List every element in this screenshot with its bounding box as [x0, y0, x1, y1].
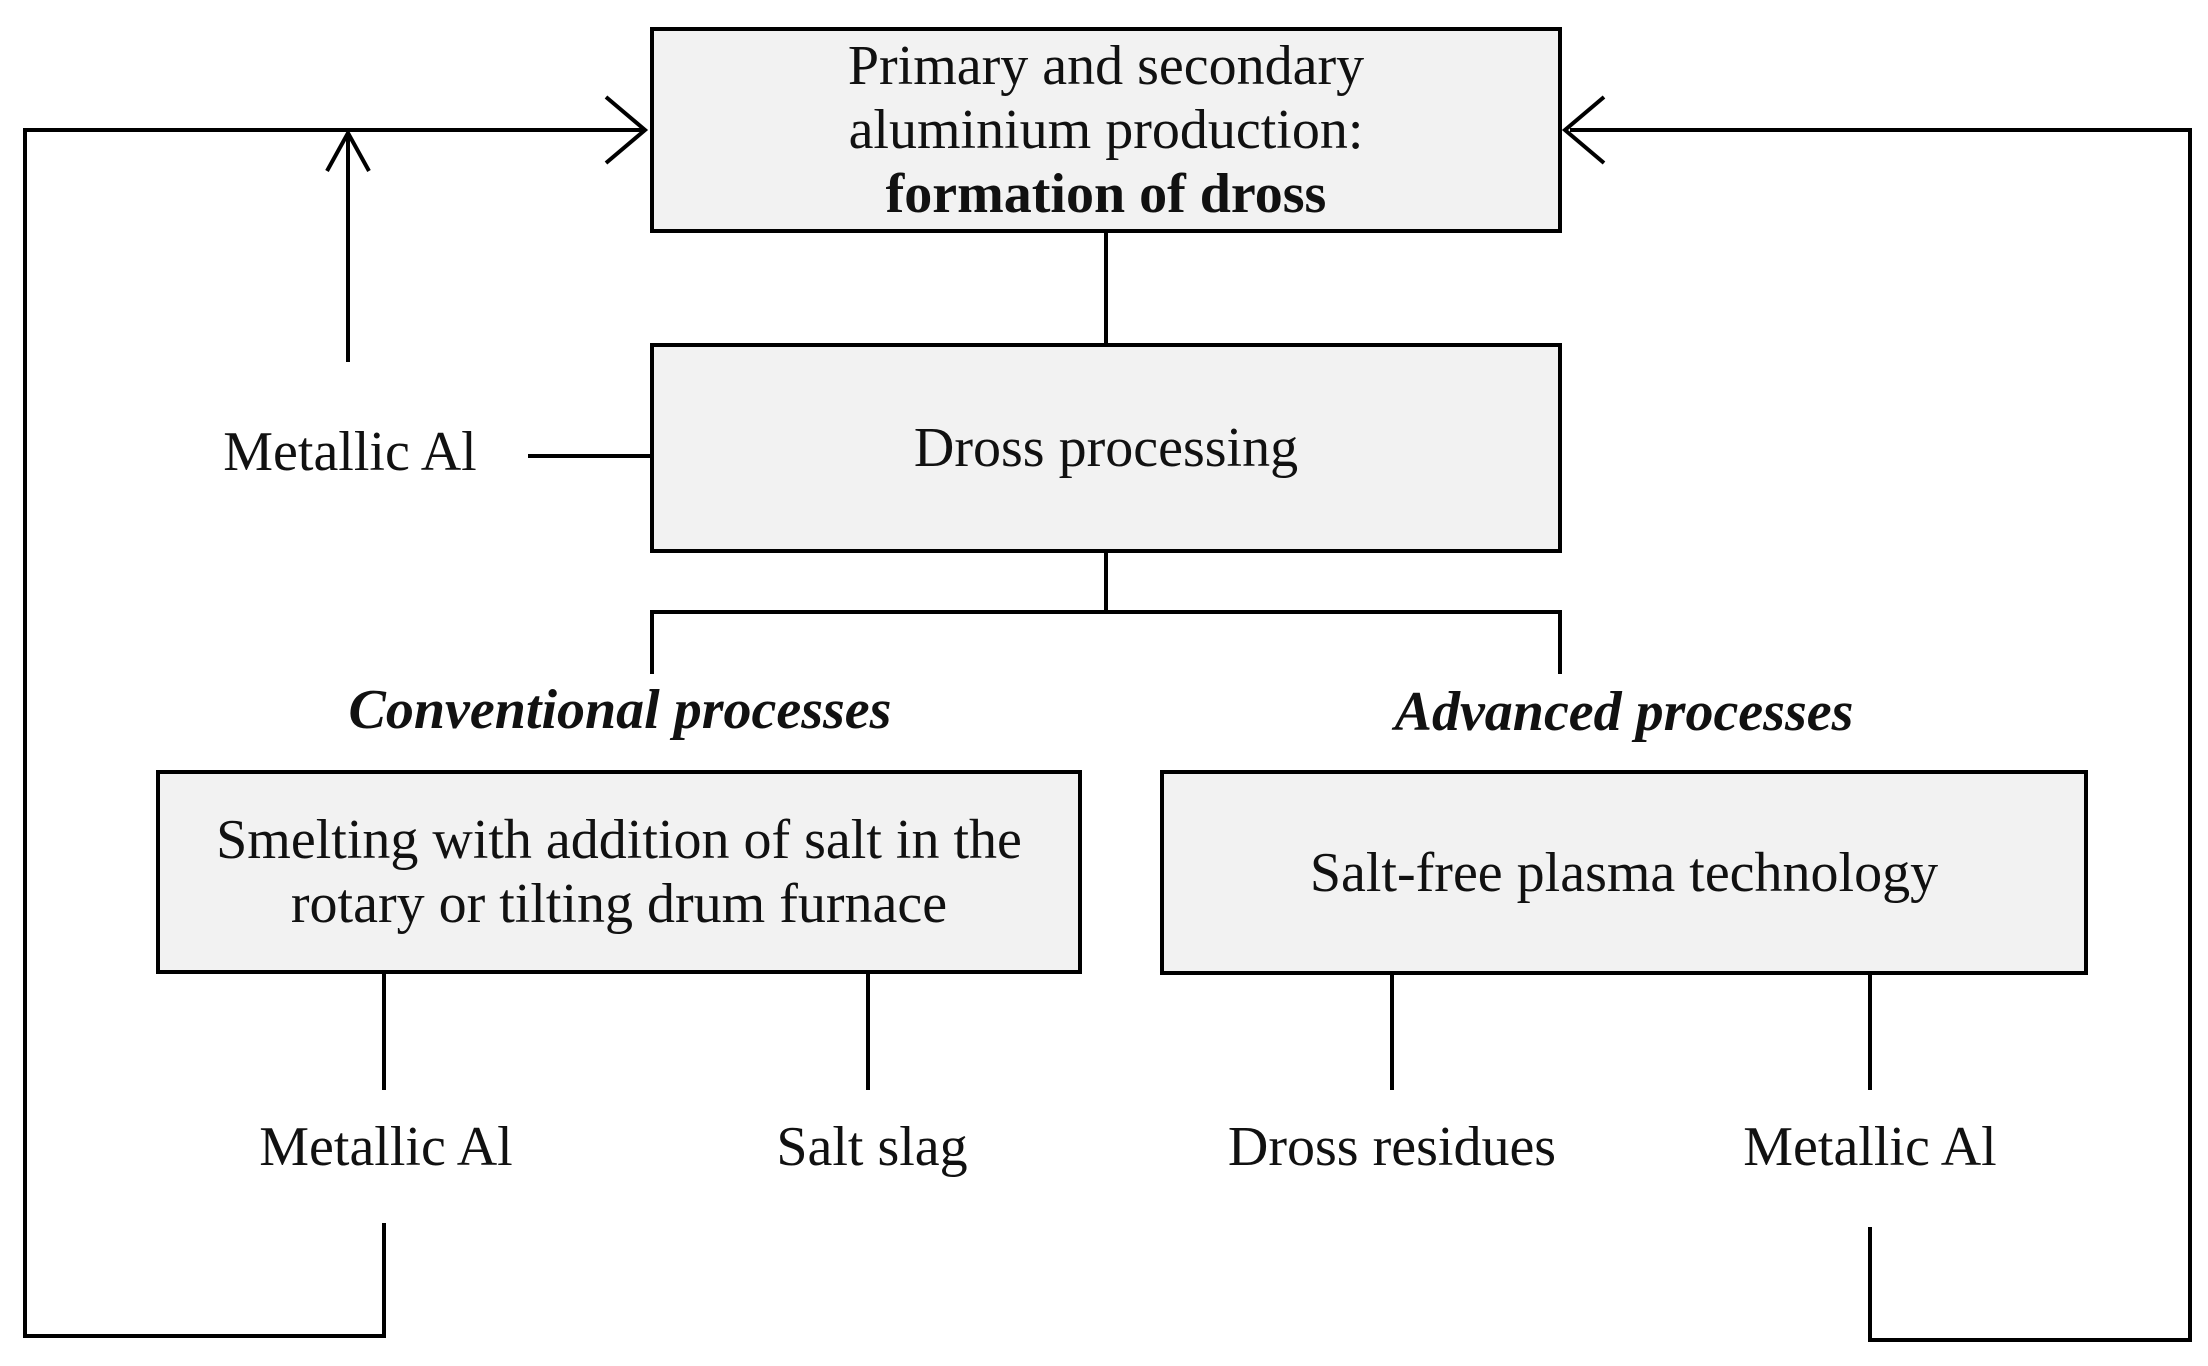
arrowhead-into-top-box-left-icon	[604, 95, 649, 165]
arrowhead-up-icon	[325, 128, 371, 172]
label-input-metallic-al: Metallic Al	[223, 421, 477, 483]
box-salt-smelting: Smelting with addition of salt in the ro…	[156, 770, 1082, 974]
box-salt-free-plasma: Salt-free plasma technology	[1160, 770, 2088, 975]
salt-smelting-line2: rotary or tilting drum furnace	[290, 873, 948, 935]
branch-split-connector	[650, 610, 1562, 674]
label-conventional-metallic-al: Metallic Al	[259, 1116, 513, 1178]
arrowhead-into-top-box-right-icon	[1561, 95, 1606, 165]
box-dross-processing: Dross processing	[650, 343, 1562, 553]
label-advanced-processes: Advanced processes	[1394, 681, 1854, 743]
aluminium-production-line2: aluminium production:	[848, 99, 1364, 161]
label-salt-slag: Salt slag	[776, 1116, 968, 1178]
aluminium-production-line3: formation of dross	[885, 163, 1327, 225]
label-conventional-processes: Conventional processes	[348, 679, 892, 741]
dross-processing-label: Dross processing	[913, 417, 1299, 479]
salt-free-plasma-label: Salt-free plasma technology	[1309, 841, 1939, 904]
label-dross-residues: Dross residues	[1227, 1116, 1557, 1178]
box-aluminium-production: Primary and secondary aluminium producti…	[650, 27, 1562, 233]
salt-smelting-line1: Smelting with addition of salt in the	[216, 809, 1022, 871]
right-recycle-loop-line	[1570, 128, 2192, 1342]
left-recycle-loop-line	[23, 128, 642, 1338]
aluminium-production-line1: Primary and secondary	[847, 35, 1365, 97]
label-advanced-metallic-al: Metallic Al	[1743, 1116, 1997, 1178]
